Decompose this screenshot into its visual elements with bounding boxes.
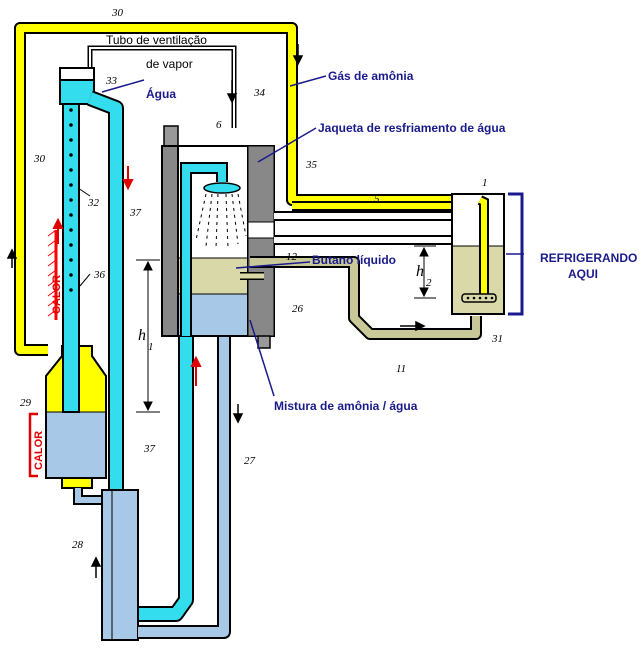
num-28: 28 xyxy=(72,539,84,551)
num-11: 11 xyxy=(396,363,406,375)
label-heat-column: CALOR xyxy=(51,275,63,314)
spray-head xyxy=(203,182,241,194)
heat-indicator-column xyxy=(47,229,58,320)
num-36: 36 xyxy=(93,269,106,281)
num-29: 29 xyxy=(20,397,32,409)
label-vapor-tube-sub: de vapor xyxy=(146,57,193,71)
num-30-left: 30 xyxy=(33,153,46,165)
num-30-top: 30 xyxy=(111,7,124,19)
label-heat-generator: CALOR xyxy=(33,431,45,470)
heat-bracket-generator xyxy=(28,412,38,478)
num-34: 34 xyxy=(253,87,266,99)
num-32: 32 xyxy=(87,197,100,209)
num-37-lower: 37 xyxy=(143,443,156,455)
label-butane: Butano líquido xyxy=(312,253,396,267)
h1-subscript: 1 xyxy=(148,341,154,353)
label-water-jacket: Jaqueta de resfriamento de água xyxy=(318,121,506,135)
num-31: 31 xyxy=(491,333,503,345)
h2-subscript: 2 xyxy=(426,277,432,289)
num-37-upper: 37 xyxy=(129,207,142,219)
label-water: Água xyxy=(146,86,176,101)
num-35: 35 xyxy=(305,159,318,171)
label-refrigerating-here: AQUI xyxy=(568,267,598,281)
num-27: 27 xyxy=(244,455,256,467)
label-mixture: Mistura de amônia / água xyxy=(274,399,418,413)
num-5: 5 xyxy=(374,193,380,205)
num-12: 12 xyxy=(286,251,298,263)
num-33: 33 xyxy=(105,75,118,87)
num-26: 26 xyxy=(292,303,304,315)
num-6: 6 xyxy=(216,119,222,131)
label-ammonia-gas: Gás de amônia xyxy=(328,69,414,83)
generator-liquid xyxy=(47,412,105,477)
label-refrigerating: REFRIGERANDO xyxy=(540,251,637,265)
h2-label: h xyxy=(416,263,424,280)
num-1: 1 xyxy=(482,177,488,189)
label-vapor-tube: Tubo de ventilação xyxy=(106,33,207,47)
vessel-28 xyxy=(101,489,139,641)
h1-label: h xyxy=(138,327,146,344)
